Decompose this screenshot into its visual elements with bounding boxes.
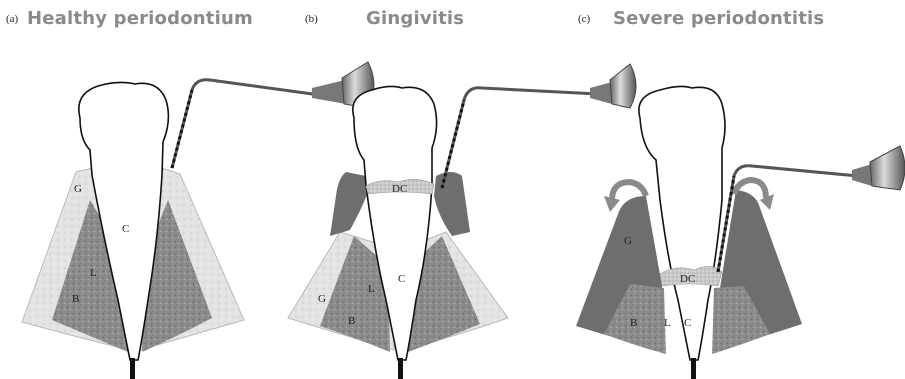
panel-b-gingiva-inflamed-left [330,172,368,236]
panel-b-label-calculus: DC [392,183,407,195]
panel-c-diagram: G DC B L C [576,86,905,379]
periodontal-probe-icon [442,64,636,188]
panel-b-label-crown: C [398,273,405,285]
panel-a-diagram: G C L B [22,62,374,379]
panel-c-label-ligament: L [664,317,671,329]
panel-b-label-ligament: L [368,283,375,295]
panel-b-label-bone: B [348,315,355,327]
panel-c-label-bone: B [630,317,637,329]
panel-c-root-canal [691,358,696,379]
panel-c-label-gingiva: G [624,235,632,247]
panel-b-label-gingiva: G [318,293,326,305]
panel-b-gingiva-inflamed-right [434,172,470,236]
panel-b-diagram: DC C L G B [288,64,636,379]
panel-a-label-ligament: L [90,267,97,279]
panel-a-label-gingiva: G [74,183,82,195]
panel-c-label-crown: C [684,317,691,329]
panel-b-root-canal [398,358,403,379]
panel-a-root-canal [130,358,135,379]
periodontal-probe-icon [172,62,374,168]
panel-a-label-bone: B [72,293,79,305]
panel-c-label-calculus: DC [680,273,695,285]
panel-a-label-crown: C [122,223,129,235]
